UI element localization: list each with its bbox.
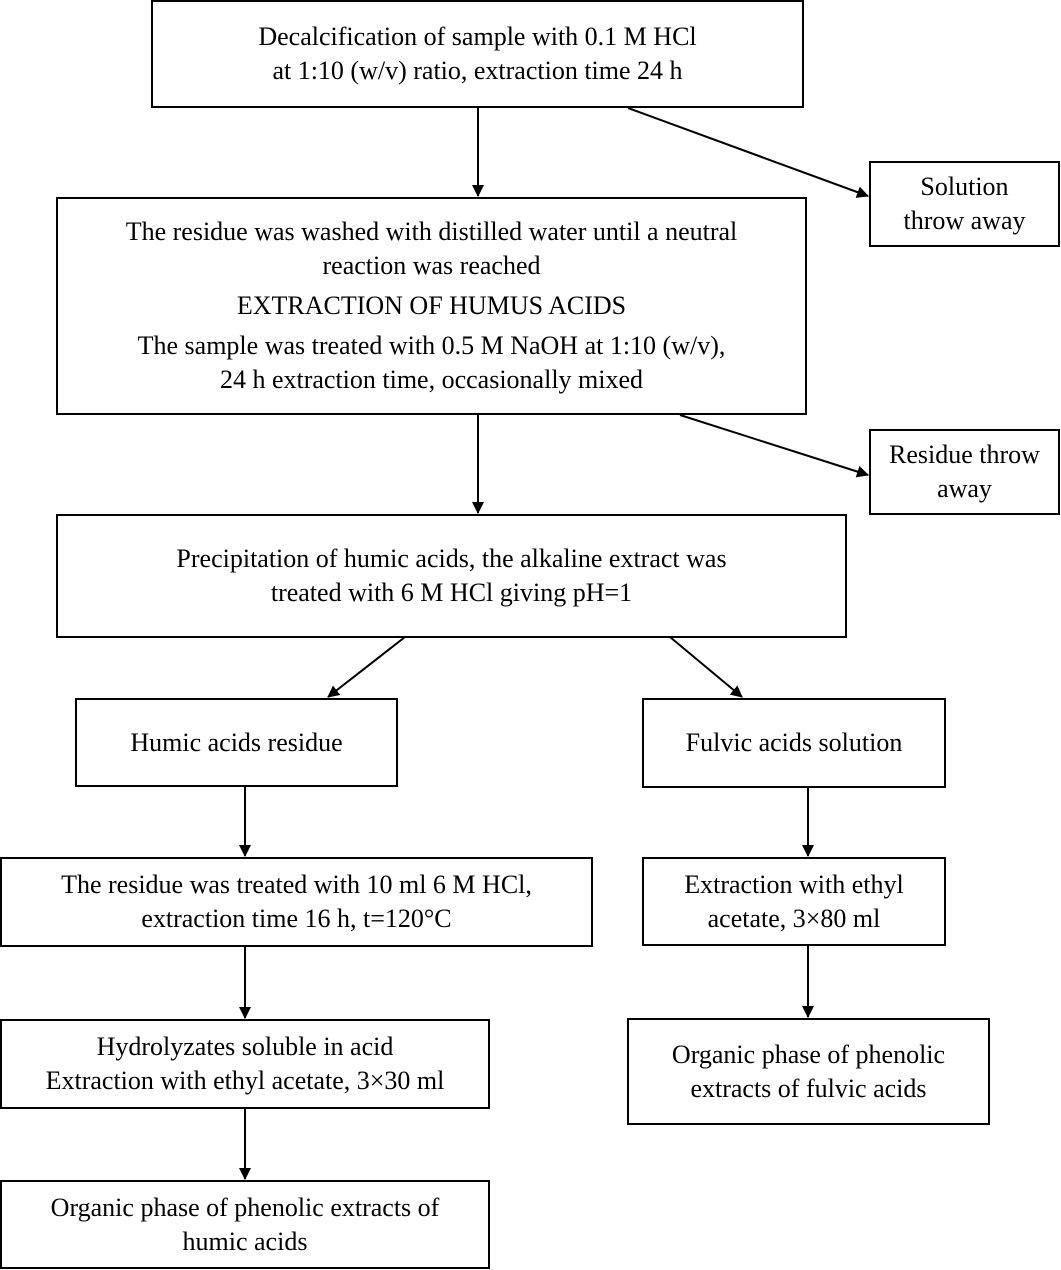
node-text: at 1:10 (w/v) ratio, extraction time 24 … (272, 56, 683, 85)
node-text: extraction time 16 h, t=120°C (141, 904, 452, 933)
arrow-decalcification-to-solution-throw-away (627, 107, 869, 198)
node-text: Extraction with ethyl (684, 869, 904, 899)
node-hydrolyzates: Hydrolyzates soluble in acid Extraction … (0, 1019, 490, 1109)
node-organic-phase-fulvic: Organic phase of phenolic extracts of fu… (627, 1018, 990, 1125)
node-residue-treated: The residue was treated with 10 ml 6 M H… (0, 857, 593, 947)
node-text: Organic phase of phenolic (671, 1039, 946, 1069)
node-text: The residue was washed with distilled wa… (125, 217, 738, 246)
node-solution-throw-away: Solution throw away (869, 161, 1060, 247)
arrow-precipitation-to-humic-residue (327, 636, 406, 698)
node-text: Organic phase of phenolic extracts of (50, 1192, 440, 1222)
node-text: away (937, 474, 992, 503)
node-text: 24 h extraction time, occasionally mixed (219, 365, 644, 394)
node-decalcification: Decalcification of sample with 0.1 M HCl… (151, 0, 804, 108)
node-text: Precipitation of humic acids, the alkali… (176, 544, 727, 573)
node-text: Extraction with ethyl acetate, 3×30 ml (45, 1066, 445, 1095)
node-organic-phase-humic: Organic phase of phenolic extracts of hu… (0, 1180, 490, 1269)
arrow-precipitation-to-fulvic-solution (669, 636, 743, 698)
node-text: reaction was reached (322, 251, 541, 280)
node-text: humic acids (182, 1226, 308, 1256)
node-text: Solution (920, 172, 1009, 201)
arrow-extraction-to-residue-throw-away (679, 414, 869, 478)
node-text: The sample was treated with 0.5 M NaOH a… (137, 331, 726, 360)
node-text: Decalcification of sample with 0.1 M HCl (258, 22, 697, 51)
node-ethyl-acetate-extraction-fulvic: Extraction with ethyl acetate, 3×80 ml (642, 857, 946, 946)
node-text: Humic acids residue (130, 727, 343, 757)
node-text: treated with 6 M HCl giving pH=1 (270, 578, 633, 607)
node-text: Fulvic acids solution (685, 728, 903, 757)
node-humic-acids-residue: Humic acids residue (75, 698, 398, 787)
node-heading: EXTRACTION OF HUMUS ACIDS (236, 291, 627, 320)
node-extraction-of-humus-acids: The residue was washed with distilled wa… (56, 197, 807, 415)
node-text: acetate, 3×80 ml (707, 903, 881, 933)
node-text: extracts of fulvic acids (690, 1073, 927, 1103)
node-fulvic-acids-solution: Fulvic acids solution (642, 698, 946, 788)
node-text: throw away (903, 206, 1026, 235)
node-text: The residue was treated with 10 ml 6 M H… (61, 870, 532, 899)
node-residue-throw-away: Residue throw away (869, 429, 1060, 515)
node-text: Residue throw (889, 440, 1040, 469)
node-precipitation: Precipitation of humic acids, the alkali… (56, 514, 847, 638)
node-text: Hydrolyzates soluble in acid (96, 1032, 394, 1061)
